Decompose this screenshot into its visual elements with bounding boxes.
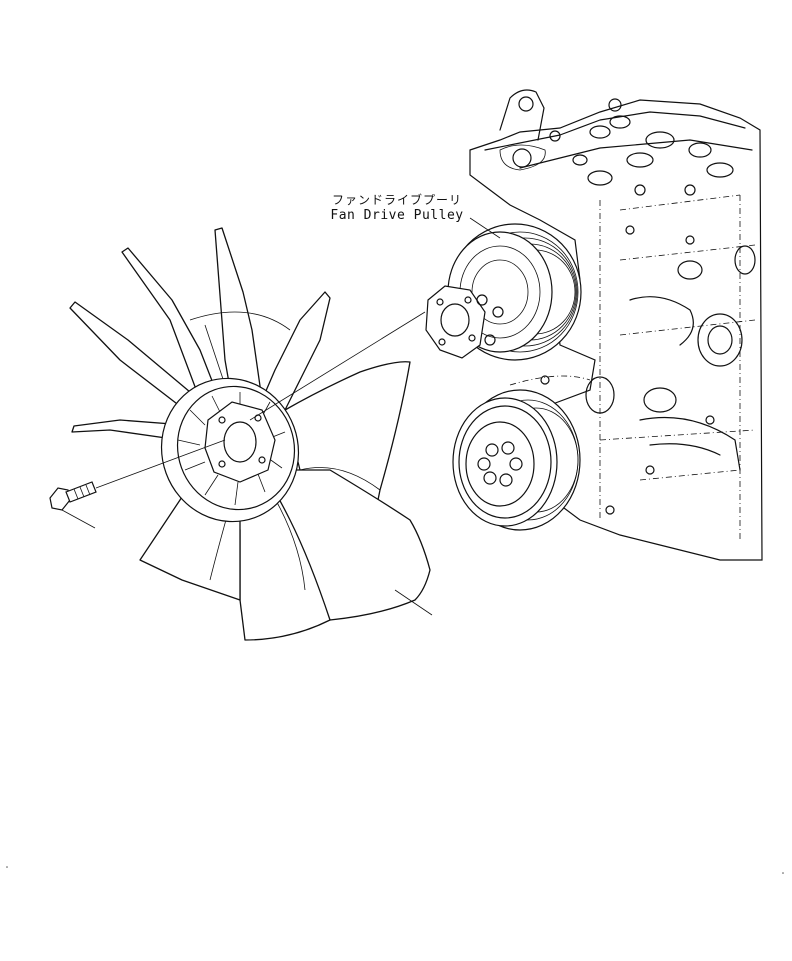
lifting-eye bbox=[499, 89, 545, 141]
scan-speck bbox=[6, 866, 8, 868]
callout-fan-drive-pulley: ファンドライブプーリ Fan Drive Pulley bbox=[322, 192, 472, 224]
fan-bolt bbox=[49, 481, 97, 511]
callout-label-jp: ファンドライブプーリ bbox=[331, 193, 462, 207]
fan-drive-pulley bbox=[425, 223, 582, 361]
cylinder-head-ports bbox=[549, 98, 734, 196]
callout-label-en: Fan Drive Pulley bbox=[330, 208, 464, 223]
engine-block bbox=[469, 89, 763, 561]
fan-drive-hub bbox=[425, 285, 504, 359]
assembly-lines bbox=[61, 217, 501, 616]
fan bbox=[69, 227, 431, 641]
crank-bolts bbox=[477, 441, 523, 487]
side-components bbox=[540, 225, 756, 515]
crankshaft-pulley bbox=[452, 389, 581, 531]
fan-hub-ring bbox=[160, 377, 300, 523]
scan-speck bbox=[782, 872, 784, 874]
